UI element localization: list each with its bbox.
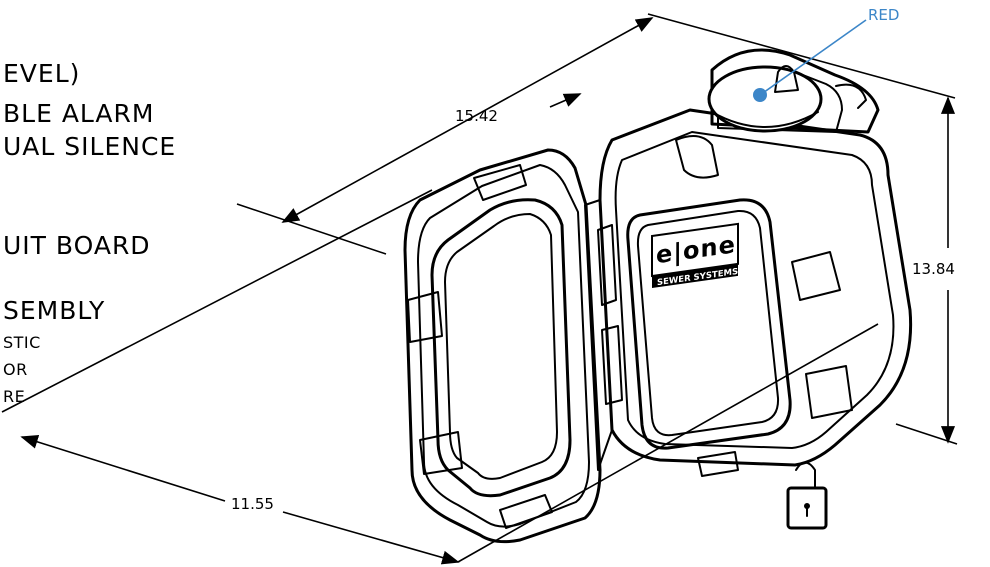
lid-window-inner <box>444 213 558 480</box>
latch-right-upper <box>791 251 841 301</box>
lid-latch-bottom <box>419 431 463 475</box>
direction-arrow <box>549 93 582 108</box>
note-audible-alarm: BLE ALARM <box>3 99 154 128</box>
note-or: OR <box>3 360 28 379</box>
lid-hinge-knuckle <box>499 494 553 529</box>
note-assembly: SEMBLY <box>3 296 105 325</box>
notes-block: EVEL) BLE ALARM UAL SILENCE UIT BOARD SE… <box>3 59 176 406</box>
note-plastic: STIC <box>3 333 41 352</box>
lid-outer-shell <box>403 148 602 544</box>
dimension-length: 15.42 <box>236 13 956 255</box>
beacon-handle <box>835 83 867 109</box>
lid-window-outer <box>430 198 572 498</box>
dimension-length-label: 15.42 <box>455 107 498 125</box>
beacon-cap <box>774 65 799 93</box>
dimension-line-width-left <box>20 435 226 502</box>
padlock-keyhole-icon <box>804 503 810 509</box>
front-panel-inner <box>636 209 780 437</box>
dimension-line-length <box>281 17 654 223</box>
extension-line-front <box>457 323 879 563</box>
padlock-shackle <box>795 461 816 489</box>
side-grip-upper <box>597 224 617 306</box>
dimension-height-label: 13.84 <box>912 260 955 278</box>
extension-line-long <box>1 189 433 413</box>
callout-leader-line <box>759 19 867 96</box>
beacon-rim <box>711 111 819 128</box>
callout-label: RED <box>868 6 899 24</box>
callout-dot <box>753 88 767 102</box>
front-panel-outer <box>626 198 792 450</box>
latch-top <box>675 135 719 179</box>
bottom-hasp <box>697 451 739 477</box>
note-circuit-board: UIT BOARD <box>3 231 151 260</box>
enclosure-body <box>584 48 913 530</box>
enclosure-side-wall <box>584 199 613 471</box>
extension-line-top <box>647 13 956 99</box>
lid-clip-top <box>473 164 527 201</box>
side-grip-lower <box>601 325 623 405</box>
lid-latch-left <box>407 291 443 343</box>
dimension-width-label: 11.55 <box>231 495 274 513</box>
note-re: RE <box>3 387 25 406</box>
beacon-mount <box>710 48 880 134</box>
color-callout: RED <box>753 6 899 102</box>
note-manual-silence: UAL SILENCE <box>3 132 176 161</box>
enclosure-inner-edge <box>614 131 895 449</box>
note-level: EVEL) <box>3 59 80 88</box>
extension-line-left <box>236 203 387 255</box>
brand-logo: e|one SEWER SYSTEMS <box>651 222 739 288</box>
open-lid <box>403 148 602 544</box>
dimension-height: 13.84 <box>895 96 958 445</box>
dimension-line-width-right <box>282 511 460 565</box>
lid-rim <box>417 164 590 528</box>
latch-right-lower <box>805 365 853 419</box>
dimension-width: 11.55 <box>1 189 879 565</box>
